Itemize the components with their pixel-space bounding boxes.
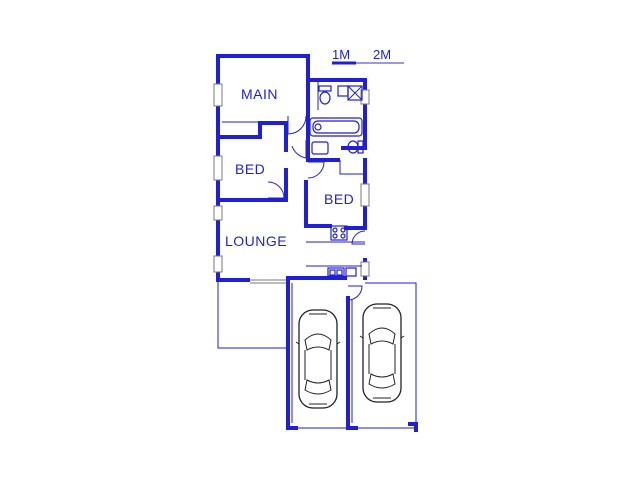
patio-outline	[217, 280, 288, 349]
car-1-bumpers	[309, 313, 327, 405]
shower-mark	[347, 85, 363, 101]
garage-walls	[286, 276, 418, 432]
scale-label-2m: 2M	[373, 47, 391, 62]
room-label-lounge: LOUNGE	[225, 233, 287, 249]
stove-burner-1	[332, 227, 338, 233]
wall-bed2-west	[304, 180, 332, 228]
garage-east-outline	[365, 282, 417, 428]
basin-main	[337, 85, 349, 97]
door-main	[287, 115, 307, 135]
scale-label-1m: 1M	[332, 47, 350, 62]
door-kitchen-exterior	[351, 230, 366, 245]
toilet-bath-tank	[357, 140, 364, 154]
car-1-rear-window	[304, 379, 332, 395]
toilet-main	[319, 91, 331, 105]
car-1	[295, 309, 341, 409]
stove-burner-2	[340, 227, 346, 233]
room-label-bed-2: BED	[324, 191, 354, 207]
door-garage	[347, 285, 363, 301]
bathroom-fixtures	[309, 85, 364, 155]
bathtub	[309, 117, 363, 137]
car-1-windshield	[304, 333, 332, 351]
room-label-bed-1: BED	[235, 161, 265, 177]
kitchen-sink	[327, 267, 345, 277]
window-lounge-2	[213, 255, 223, 273]
interior-thin-lines	[222, 80, 365, 175]
bathtub-inner	[312, 120, 360, 134]
kitchen-counter-unit	[345, 267, 357, 277]
window-main	[213, 83, 223, 107]
kitchen-sink-bowl-2	[336, 269, 343, 276]
kitchen-sink-bowl-1	[329, 269, 336, 276]
stove-burner-3	[332, 233, 338, 239]
car-1-doors	[304, 350, 332, 380]
car-1-body	[298, 309, 338, 409]
stove	[330, 225, 348, 241]
car-2-windshield	[368, 327, 396, 345]
window-kitchen	[360, 261, 370, 277]
windows	[213, 83, 370, 284]
door-bed2	[307, 161, 325, 179]
car-2	[359, 303, 405, 403]
kitchen-fixtures	[306, 225, 365, 277]
shower	[347, 85, 363, 101]
window-bed2	[360, 183, 370, 207]
window-bed1	[213, 155, 223, 181]
door-bathroom	[291, 140, 307, 159]
wall-north	[216, 54, 367, 150]
scale-bar: 1M 2M	[332, 47, 404, 65]
wall-main-bed-divider	[216, 121, 288, 152]
room-label-main: MAIN	[241, 86, 278, 102]
window-lounge-1	[213, 205, 223, 221]
door-bed1	[267, 181, 285, 199]
garage-se-corner	[408, 422, 418, 432]
stove-burner-4	[340, 233, 346, 239]
doors	[267, 115, 366, 301]
wall-east-bed	[344, 158, 367, 230]
car-2-mirrors	[359, 335, 405, 339]
car-2-rear-window	[368, 373, 396, 389]
car-1-mirrors	[295, 341, 341, 345]
bed2-closet-line	[339, 160, 365, 175]
wall-bathroom-west	[306, 78, 340, 162]
car-2-doors	[368, 344, 396, 374]
bathtub-drain	[314, 123, 322, 131]
car-2-bumpers	[373, 307, 391, 399]
garage-inner-lines	[291, 283, 353, 423]
toilet-main-tank	[318, 85, 332, 92]
car-2-body	[362, 303, 402, 403]
window-bathroom	[360, 89, 370, 105]
basin-bath	[311, 141, 329, 155]
interior-walls	[216, 78, 340, 228]
